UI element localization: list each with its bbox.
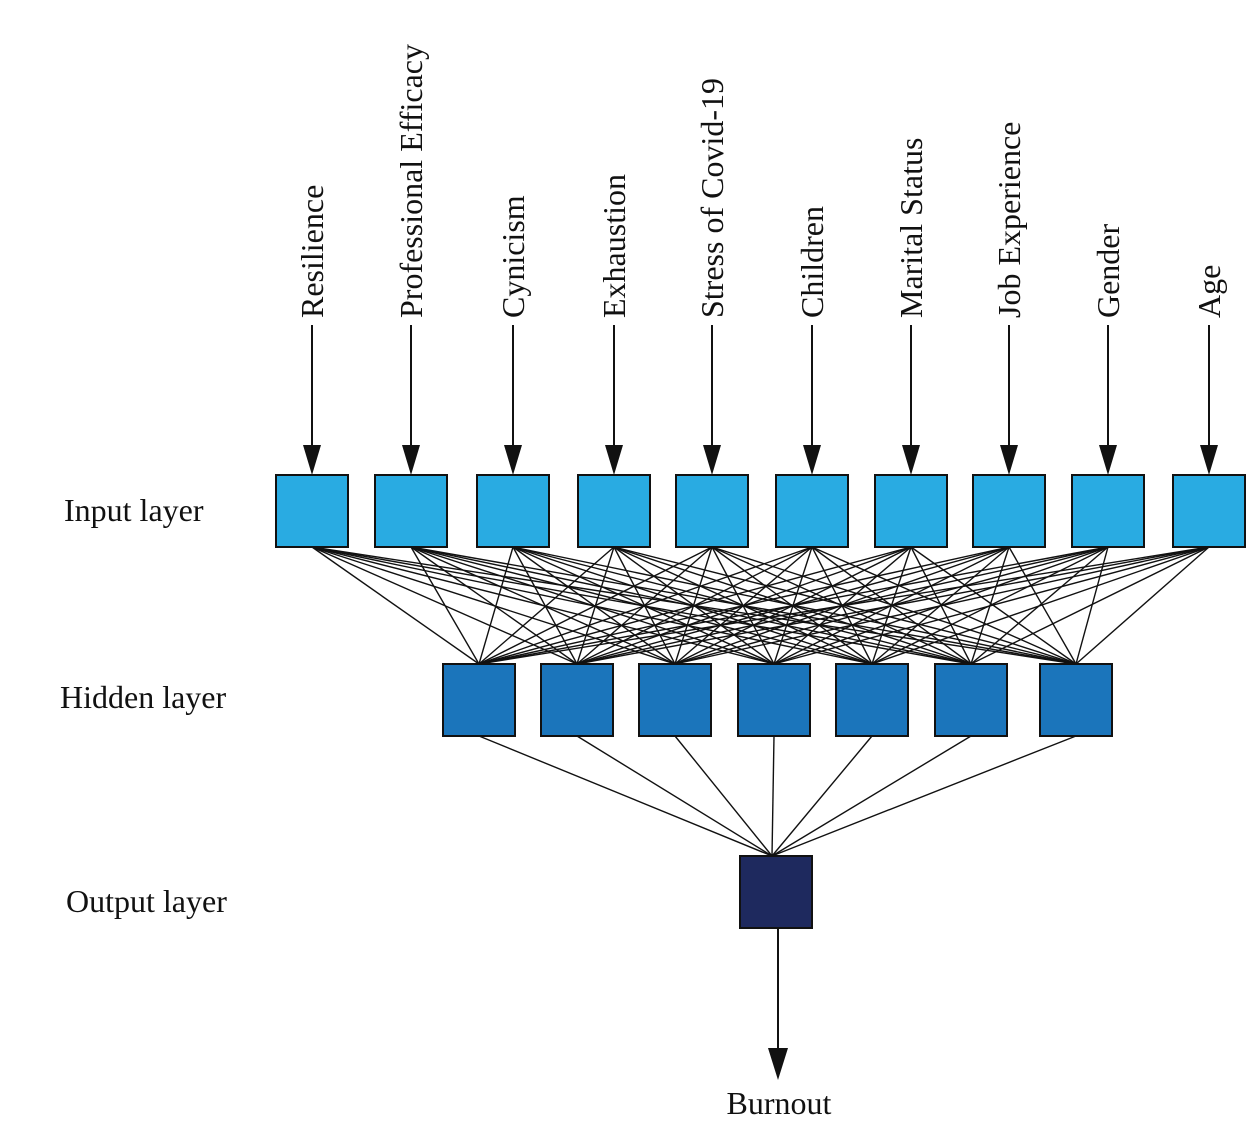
output-variable-label: Burnout xyxy=(727,1085,832,1121)
input-node-children xyxy=(775,474,849,548)
input-node-marital-status xyxy=(874,474,948,548)
output-node-burnout xyxy=(739,855,813,929)
output-layer-label: Output layer xyxy=(66,883,227,919)
input-node-professional-efficacy xyxy=(374,474,448,548)
edge-gender-hidden-1 xyxy=(478,546,1109,665)
input-node-exhaustion xyxy=(577,474,651,548)
output-layer-node-group xyxy=(739,855,813,929)
edge-professional-efficacy-hidden-5 xyxy=(410,546,873,665)
output-arrow-head xyxy=(768,1048,788,1080)
input-layer-label: Input layer xyxy=(64,492,204,528)
input-node-gender xyxy=(1071,474,1145,548)
arrow-head-job-experience xyxy=(1000,445,1018,475)
edge-cynicism-hidden-1 xyxy=(478,546,514,665)
hidden-layer-nodes xyxy=(442,663,1113,737)
input-node-stress-of-covid-19 xyxy=(675,474,749,548)
edge-hidden-6-output xyxy=(771,735,972,857)
edge-hidden-5-output xyxy=(771,735,873,857)
input-label-gender: Gender xyxy=(1090,223,1126,318)
hidden-node-6 xyxy=(934,663,1008,737)
hidden-output-connections xyxy=(478,735,1077,857)
edge-hidden-7-output xyxy=(771,735,1077,857)
arrow-head-cynicism xyxy=(504,445,522,475)
hidden-node-4 xyxy=(737,663,811,737)
arrow-head-gender xyxy=(1099,445,1117,475)
edge-professional-efficacy-hidden-1 xyxy=(410,546,480,665)
edge-age-hidden-1 xyxy=(478,546,1210,665)
edge-stress-of-covid-19-hidden-1 xyxy=(478,546,713,665)
input-node-age xyxy=(1172,474,1246,548)
edge-hidden-3-output xyxy=(674,735,773,857)
input-label-stress-of-covid-19: Stress of Covid-19 xyxy=(694,78,730,318)
edge-age-hidden-5 xyxy=(871,546,1210,665)
input-label-marital-status: Marital Status xyxy=(893,138,929,318)
edge-age-hidden-7 xyxy=(1075,546,1210,665)
arrow-head-stress-of-covid-19 xyxy=(703,445,721,475)
input-arrows xyxy=(303,325,1218,475)
input-node-job-experience xyxy=(972,474,1046,548)
edge-hidden-1-output xyxy=(478,735,773,857)
hidden-node-3 xyxy=(638,663,712,737)
input-node-resilience xyxy=(275,474,349,548)
input-label-age: Age xyxy=(1191,265,1227,318)
input-label-children: Children xyxy=(794,206,830,318)
hidden-node-1 xyxy=(442,663,516,737)
edge-age-hidden-4 xyxy=(773,546,1210,665)
input-layer-nodes xyxy=(275,474,1246,548)
edge-age-hidden-3 xyxy=(674,546,1210,665)
edge-age-hidden-2 xyxy=(576,546,1210,665)
edge-marital-status-hidden-1 xyxy=(478,546,912,665)
arrow-head-children xyxy=(803,445,821,475)
hidden-layer-label: Hidden layer xyxy=(60,679,227,715)
arrow-head-marital-status xyxy=(902,445,920,475)
arrow-head-professional-efficacy xyxy=(402,445,420,475)
edge-exhaustion-hidden-1 xyxy=(478,546,615,665)
arrow-head-exhaustion xyxy=(605,445,623,475)
hidden-node-7 xyxy=(1039,663,1113,737)
hidden-node-2 xyxy=(540,663,614,737)
edge-job-experience-hidden-1 xyxy=(478,546,1010,665)
input-label-cynicism: Cynicism xyxy=(495,195,531,318)
output-arrow xyxy=(768,928,788,1080)
arrow-head-resilience xyxy=(303,445,321,475)
edge-hidden-2-output xyxy=(576,735,773,857)
input-label-professional-efficacy: Professional Efficacy xyxy=(393,44,429,318)
input-node-cynicism xyxy=(476,474,550,548)
edge-hidden-4-output xyxy=(771,735,775,857)
edge-age-hidden-6 xyxy=(970,546,1210,665)
input-hidden-connections xyxy=(311,546,1210,665)
hidden-node-5 xyxy=(835,663,909,737)
input-label-job-experience: Job Experience xyxy=(991,122,1027,318)
arrow-head-age xyxy=(1200,445,1218,475)
input-label-exhaustion: Exhaustion xyxy=(596,174,632,318)
edge-resilience-hidden-1 xyxy=(311,546,480,665)
input-label-resilience: Resilience xyxy=(294,185,330,318)
edge-children-hidden-1 xyxy=(478,546,813,665)
